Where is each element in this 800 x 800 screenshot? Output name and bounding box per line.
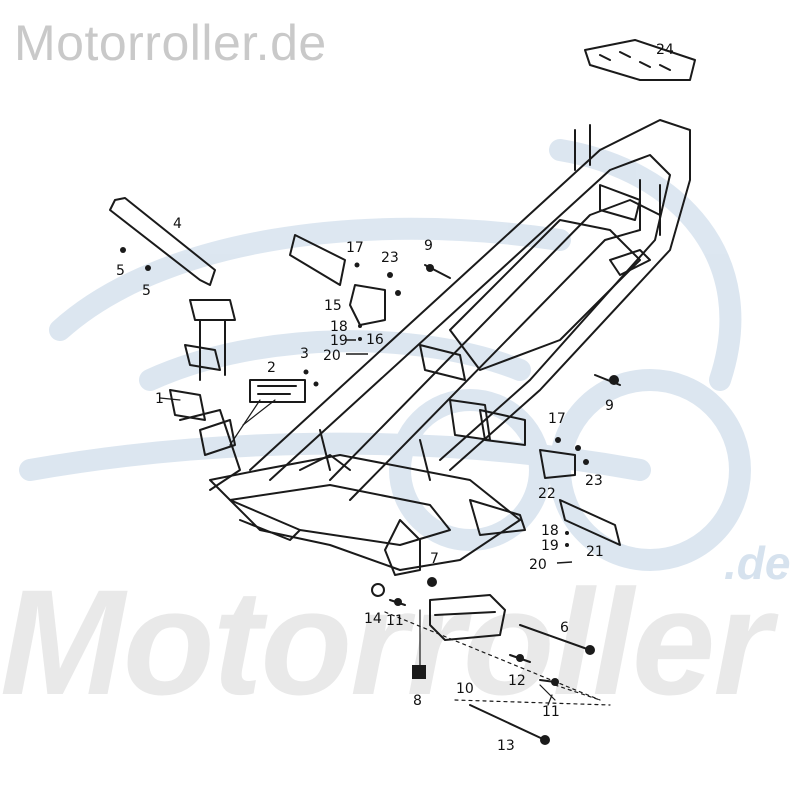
part-6-bolt (519, 624, 591, 651)
part-10-edge (434, 611, 496, 616)
label-part-16: 16 (366, 332, 384, 348)
part-24-bracket (584, 39, 696, 81)
label-part-6: 6 (560, 620, 569, 636)
watermark-tld-text: .de (724, 537, 791, 589)
guide-line-2 (454, 699, 611, 706)
label-part-17b: 17 (548, 411, 566, 427)
part-2-plate-marks (257, 385, 297, 395)
label-part-20a: 20 (323, 348, 341, 364)
watermark-big-text: Motorroller (0, 558, 772, 726)
part-2-plate (249, 379, 306, 403)
main-frame (249, 119, 691, 501)
fastener-dots (120, 247, 619, 745)
label-part-23a: 23 (381, 250, 399, 266)
label-part-15: 15 (324, 298, 342, 314)
label-part-9a: 9 (424, 238, 433, 254)
label-part-11b: 11 (542, 704, 560, 720)
label-part-4: 4 (173, 216, 182, 232)
label-part-13: 13 (497, 738, 515, 754)
label-part-22: 22 (538, 486, 556, 502)
label-part-1: 1 (155, 391, 164, 407)
label-part-19b: 19 (541, 538, 559, 554)
part-labels: 1 2 3 4 5 5 6 7 8 9 9 10 11 11 12 13 14 … (116, 42, 674, 754)
label-part-24: 24 (656, 42, 674, 58)
label-part-17a: 17 (346, 240, 364, 256)
label-part-20b: 20 (529, 557, 547, 573)
part-22-mount (539, 449, 576, 479)
label-part-21: 21 (586, 544, 604, 560)
label-part-5b: 5 (142, 283, 151, 299)
label-dashes (346, 339, 573, 564)
label-part-10: 10 (456, 681, 474, 697)
label-part-18b: 18 (541, 523, 559, 539)
head-tube (169, 299, 241, 491)
label-part-9b: 9 (605, 398, 614, 414)
label-part-7: 7 (430, 551, 439, 567)
part-10-mount (429, 594, 506, 641)
label-part-5a: 5 (116, 263, 125, 279)
label-part-12: 12 (508, 673, 526, 689)
part-13-bolt (469, 704, 546, 741)
watermark-top-text: Motorroller.de (14, 15, 327, 71)
guide-line-3 (554, 684, 601, 701)
part-24-holes (599, 51, 671, 71)
part-15-footpeg (289, 234, 346, 286)
part-15-mount (349, 284, 386, 326)
label-part-8: 8 (413, 693, 422, 709)
label-part-23b: 23 (585, 473, 603, 489)
label-part-3: 3 (300, 346, 309, 362)
part-21-footpeg (559, 499, 621, 546)
label-part-18a: 18 (330, 319, 348, 335)
floor-section (209, 344, 526, 576)
label-part-14: 14 (364, 611, 382, 627)
label-part-11a: 11 (386, 613, 404, 629)
label-part-2: 2 (267, 360, 276, 376)
label-part-19a: 19 (330, 333, 348, 349)
part-4-bracket (109, 197, 216, 286)
